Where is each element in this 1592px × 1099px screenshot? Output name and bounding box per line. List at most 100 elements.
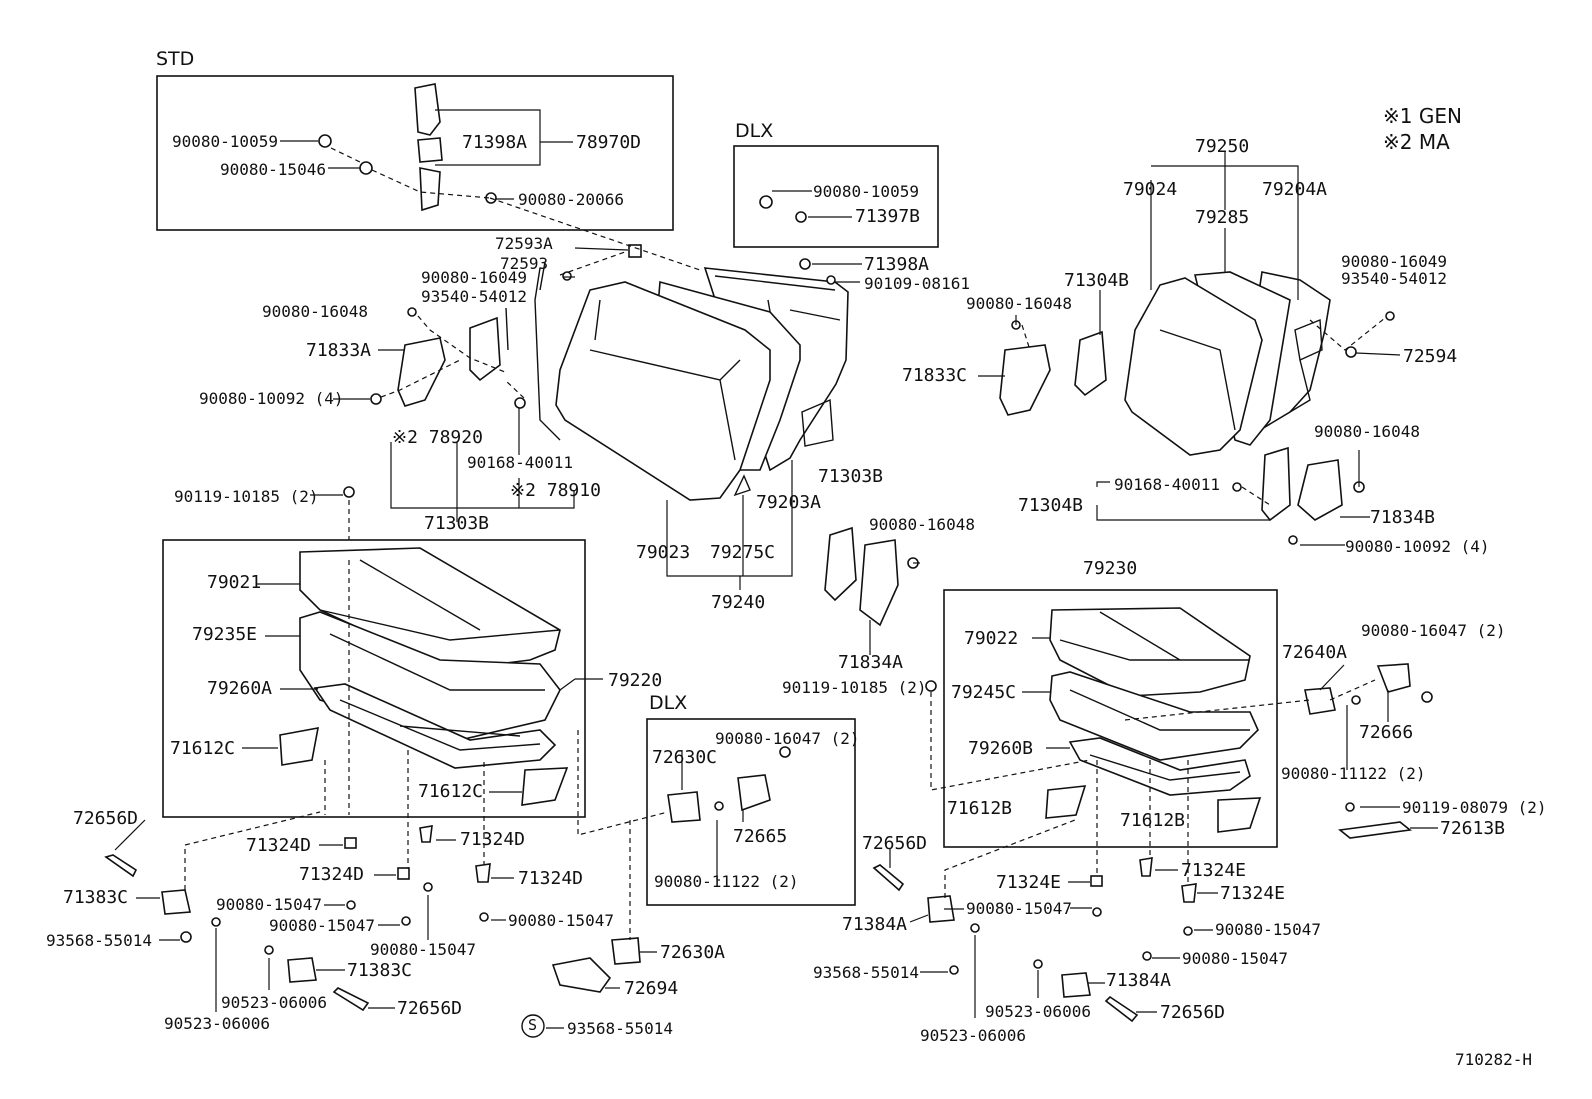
- part-label[interactable]: 79245C: [951, 682, 1017, 703]
- part-label[interactable]: 90523-06006: [221, 993, 327, 1012]
- part-label[interactable]: 79023: [636, 542, 691, 563]
- part-label[interactable]: 90080-16047 (2): [1361, 621, 1506, 640]
- part-label[interactable]: 90080-16048: [869, 515, 975, 534]
- part-label[interactable]: 79250: [1195, 136, 1250, 157]
- part-label[interactable]: 93568-55014: [567, 1019, 673, 1038]
- part-label[interactable]: 72656D: [397, 998, 463, 1019]
- part-label[interactable]: 90168-40011: [467, 453, 573, 472]
- part-label[interactable]: 90080-16048: [1314, 422, 1420, 441]
- part-label[interactable]: 90080-15047: [269, 916, 375, 935]
- part-label[interactable]: 90080-15047: [1215, 920, 1321, 939]
- part-label[interactable]: 71303B: [424, 513, 490, 534]
- part-label[interactable]: 71324E: [1181, 860, 1247, 881]
- part-label[interactable]: 72613B: [1440, 818, 1506, 839]
- part-label[interactable]: 71612C: [418, 781, 484, 802]
- part-label[interactable]: 71834B: [1370, 507, 1436, 528]
- part-label[interactable]: 71398A: [462, 132, 528, 153]
- part-label[interactable]: 90523-06006: [164, 1014, 270, 1033]
- part-label[interactable]: 71612B: [947, 798, 1013, 819]
- part-label[interactable]: 90080-10092 (4): [199, 389, 344, 408]
- part-label[interactable]: 90080-16047 (2): [715, 729, 860, 748]
- part-label[interactable]: 90523-06006: [920, 1026, 1026, 1045]
- part-label[interactable]: 93568-55014: [46, 931, 152, 950]
- part-label[interactable]: 90080-16048: [966, 294, 1072, 313]
- part-label[interactable]: 71303B: [818, 466, 884, 487]
- part-label[interactable]: 71324D: [246, 835, 312, 856]
- part-label[interactable]: 71324D: [299, 864, 365, 885]
- part-label[interactable]: 72656D: [73, 808, 139, 829]
- part-label[interactable]: 90109-08161: [864, 274, 970, 293]
- part-label[interactable]: 71398A: [864, 254, 930, 275]
- part-label[interactable]: 90080-15047: [966, 899, 1072, 918]
- part-label[interactable]: ※2 78910: [510, 480, 601, 501]
- part-label[interactable]: 90080-10059: [172, 132, 278, 151]
- dashed-lines: [184, 147, 1386, 940]
- part-label[interactable]: 79260B: [968, 738, 1034, 759]
- part-label[interactable]: 71612C: [170, 738, 236, 759]
- part-label[interactable]: 90119-10185 (2): [782, 678, 927, 697]
- part-label[interactable]: 90119-10185 (2): [174, 487, 319, 506]
- part-label[interactable]: 79220: [608, 670, 663, 691]
- part-label[interactable]: 78970D: [576, 132, 642, 153]
- part-label[interactable]: 79021: [207, 572, 262, 593]
- part-label[interactable]: 71324D: [460, 829, 526, 850]
- part-label[interactable]: 71833C: [902, 365, 968, 386]
- part-label[interactable]: 90080-20066: [518, 190, 624, 209]
- part-label[interactable]: 79260A: [207, 678, 273, 699]
- part-label[interactable]: 71383C: [347, 960, 413, 981]
- part-label[interactable]: ※2 78920: [392, 427, 483, 448]
- part-label[interactable]: 90080-10059: [813, 182, 919, 201]
- part-label[interactable]: 71304B: [1064, 270, 1130, 291]
- part-label[interactable]: 72593A: [495, 234, 553, 253]
- part-label[interactable]: 72666: [1359, 722, 1414, 743]
- part-label[interactable]: 72594: [1403, 346, 1458, 367]
- part-label[interactable]: 90080-16049: [421, 268, 527, 287]
- part-label[interactable]: 90080-15047: [1182, 949, 1288, 968]
- part-label[interactable]: 71324E: [996, 872, 1062, 893]
- part-label[interactable]: 90080-15046: [220, 160, 326, 179]
- part-label[interactable]: 71324E: [1220, 883, 1286, 904]
- part-label[interactable]: 90080-15047: [370, 940, 476, 959]
- part-label[interactable]: 79203A: [756, 492, 822, 513]
- part-label[interactable]: 79022: [964, 628, 1019, 649]
- part-label[interactable]: 79285: [1195, 207, 1250, 228]
- part-label[interactable]: 93540-54012: [1341, 269, 1447, 288]
- part-label[interactable]: 71612B: [1120, 810, 1186, 831]
- part-label[interactable]: 79204A: [1262, 179, 1328, 200]
- part-label[interactable]: 72630A: [660, 942, 726, 963]
- part-label[interactable]: 90080-11122 (2): [654, 872, 799, 891]
- part-label[interactable]: 79230: [1083, 558, 1138, 579]
- part-label[interactable]: 93568-55014: [813, 963, 919, 982]
- part-label[interactable]: 71833A: [306, 340, 372, 361]
- part-label[interactable]: 71834A: [838, 652, 904, 673]
- part-label[interactable]: 90080-15047: [508, 911, 614, 930]
- part-label[interactable]: 90523-06006: [985, 1002, 1091, 1021]
- part-label[interactable]: 90168-40011: [1114, 475, 1220, 494]
- part-label[interactable]: 90080-10092 (4): [1345, 537, 1490, 556]
- part-label[interactable]: 90119-08079 (2): [1402, 798, 1547, 817]
- part-label[interactable]: 71324D: [518, 868, 584, 889]
- right-cushion-box: [943, 589, 1278, 848]
- part-label[interactable]: 71383C: [63, 887, 129, 908]
- part-label[interactable]: 90080-16049: [1341, 252, 1447, 271]
- part-label[interactable]: 72640A: [1282, 642, 1348, 663]
- part-label[interactable]: 90080-16048: [262, 302, 368, 321]
- part-label[interactable]: 72656D: [862, 833, 928, 854]
- part-label[interactable]: 79240: [711, 592, 766, 613]
- part-label[interactable]: 71384A: [1106, 970, 1172, 991]
- part-label[interactable]: 90080-11122 (2): [1281, 764, 1426, 783]
- part-label[interactable]: 72630C: [652, 747, 718, 768]
- part-label[interactable]: 72593: [500, 254, 549, 273]
- part-label[interactable]: 79275C: [710, 542, 776, 563]
- part-label[interactable]: 79235E: [192, 624, 258, 645]
- part-label[interactable]: 72665: [733, 826, 788, 847]
- part-label[interactable]: 79024: [1123, 179, 1178, 200]
- part-label[interactable]: 72656D: [1160, 1002, 1226, 1023]
- part-label[interactable]: 72694: [624, 978, 679, 999]
- part-label[interactable]: 90080-15047: [216, 895, 322, 914]
- part-label[interactable]: 71304B: [1018, 495, 1084, 516]
- part-label[interactable]: 71384A: [842, 914, 908, 935]
- part-label[interactable]: 93540-54012: [421, 287, 527, 306]
- part-label[interactable]: 71397B: [855, 206, 921, 227]
